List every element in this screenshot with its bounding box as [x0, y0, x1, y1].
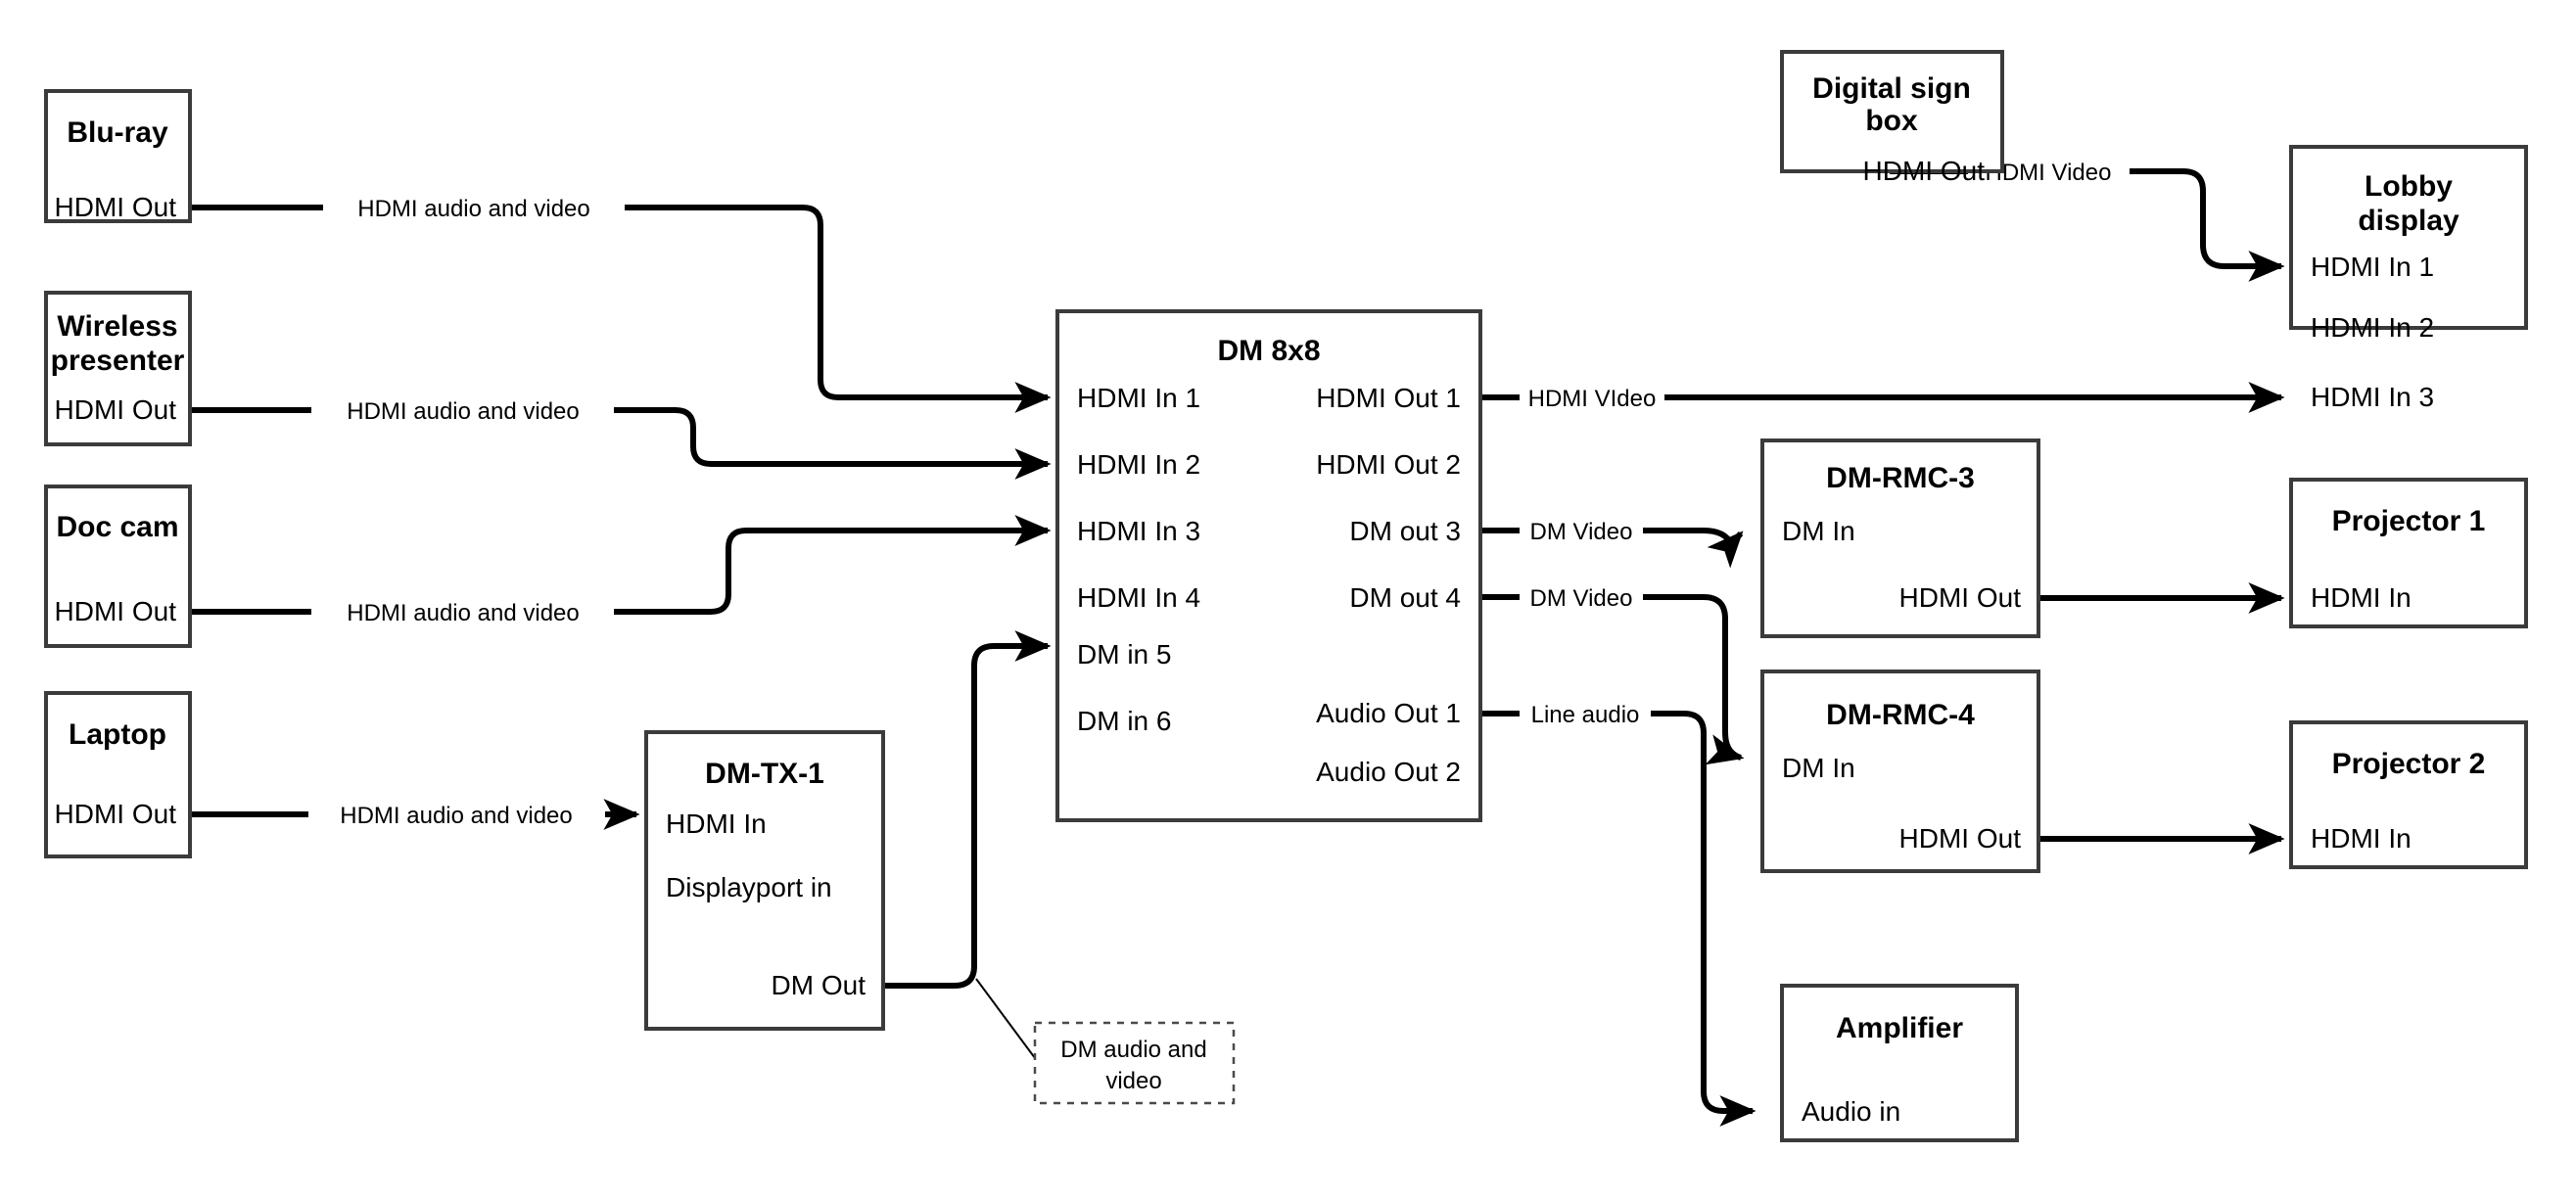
wire-dm8x8-dmout3-to-rmc3	[1480, 531, 1741, 544]
dmtx1-port-displayport-in[interactable]: Displayport in	[666, 872, 832, 902]
amplifier-title: Amplifier	[1836, 1012, 1963, 1044]
edge-label-laptop: HDMI audio and video	[340, 803, 572, 829]
laptop-port-hdmi-out[interactable]: HDMI Out	[55, 799, 177, 829]
rmc3-port-hdmi-out[interactable]: HDMI Out	[1899, 582, 2022, 613]
signbox-title-line2: box	[1865, 105, 1918, 137]
dmtx1-port-hdmi-in[interactable]: HDMI In	[666, 808, 767, 839]
lobby-title-line1: Lobby	[2365, 170, 2453, 203]
wire-dm8x8-audioout1-to-amplifier	[1480, 711, 1753, 1111]
device-box-doc-cam[interactable]: Doc cam HDMI Out	[44, 485, 192, 648]
wire-bluray-to-dm8x8	[190, 205, 1048, 397]
dm8x8-port-hdmi-out-1[interactable]: HDMI Out 1	[1316, 383, 1461, 413]
projector1-port-hdmi-in[interactable]: HDMI In	[2311, 582, 2412, 613]
rmc3-port-dm-in[interactable]: DM In	[1782, 516, 1855, 546]
edge-label-dm-dmout4: DM Video	[1530, 585, 1633, 612]
laptop-title: Laptop	[69, 718, 166, 751]
wireless-title-line2: presenter	[51, 345, 185, 377]
dm8x8-port-hdmi-in-4[interactable]: HDMI In 4	[1077, 582, 1200, 613]
rmc4-port-hdmi-out[interactable]: HDMI Out	[1899, 823, 2022, 854]
dm8x8-port-audio-out-1[interactable]: Audio Out 1	[1316, 698, 1461, 728]
device-box-amplifier[interactable]: Amplifier Audio in	[1780, 984, 2019, 1142]
dm8x8-port-hdmi-in-1[interactable]: HDMI In 1	[1077, 383, 1200, 413]
lobby-title-line2: display	[2358, 205, 2459, 237]
signbox-port-hdmi-out[interactable]: HDMI Out	[1863, 156, 1986, 186]
edge-label-bluray: HDMI audio and video	[357, 196, 589, 222]
edge-label-wireless: HDMI audio and video	[347, 398, 579, 425]
callout-text-line1: DM audio and	[1060, 1037, 1206, 1063]
laptop-box-outline	[44, 691, 192, 858]
bluray-box-outline	[44, 89, 192, 223]
edge-label-dm-dmout3: DM Video	[1530, 519, 1633, 545]
edge-label-dm-hdmiout1: HDMI VIdeo	[1528, 386, 1657, 412]
dm8x8-box-outline	[1055, 309, 1482, 822]
rmc4-box-outline	[1760, 670, 2040, 873]
edge-label-signbox: HDMI Video	[1986, 160, 2112, 186]
callout-dm-audio-and-video: DM audio and video	[1033, 1021, 1236, 1105]
callout-box-outline	[1033, 1021, 1236, 1105]
callout-text-line2: video	[1105, 1068, 1161, 1094]
lobby-box-outline	[2289, 145, 2528, 330]
device-box-dm-rmc-4[interactable]: DM-RMC-4 DM In HDMI Out	[1760, 670, 2040, 873]
wireless-port-hdmi-out[interactable]: HDMI Out	[55, 394, 177, 425]
wire-doccam-to-dm8x8	[190, 531, 1048, 615]
projector1-box-outline	[2289, 478, 2528, 628]
amplifier-box-outline	[1780, 984, 2019, 1142]
doccam-port-hdmi-out[interactable]: HDMI Out	[55, 596, 177, 626]
device-box-laptop[interactable]: Laptop HDMI Out	[44, 691, 192, 858]
device-box-digital-sign-box[interactable]: Digital sign box HDMI Out	[1780, 50, 2004, 186]
dm8x8-port-dm-in-6[interactable]: DM in 6	[1077, 706, 1171, 736]
lobby-port-hdmi-in-1[interactable]: HDMI In 1	[2311, 252, 2434, 282]
doccam-title: Doc cam	[56, 511, 178, 543]
dm8x8-port-hdmi-out-2[interactable]: HDMI Out 2	[1316, 449, 1461, 480]
device-box-projector-2[interactable]: Projector 2 HDMI In	[2289, 720, 2528, 869]
rmc3-box-outline	[1760, 439, 2040, 638]
projector2-box-outline	[2289, 720, 2528, 869]
dm8x8-port-dm-out-3[interactable]: DM out 3	[1349, 516, 1461, 546]
projector2-title: Projector 2	[2332, 748, 2486, 780]
dm8x8-port-hdmi-in-3[interactable]: HDMI In 3	[1077, 516, 1200, 546]
rmc4-port-dm-in[interactable]: DM In	[1782, 753, 1855, 783]
dm8x8-port-dm-out-4[interactable]: DM out 4	[1349, 582, 1461, 613]
device-box-projector-1[interactable]: Projector 1 HDMI In	[2289, 478, 2528, 628]
device-box-dm-tx-1[interactable]: DM-TX-1 HDMI In Displayport in DM Out	[644, 730, 885, 1031]
callout-leader-line	[975, 978, 1039, 1063]
bluray-title: Blu-ray	[67, 116, 168, 149]
lobby-port-hdmi-in-3[interactable]: HDMI In 3	[2311, 382, 2434, 412]
dm8x8-port-audio-out-2[interactable]: Audio Out 2	[1316, 757, 1461, 787]
wireless-title-line1: Wireless	[57, 310, 177, 343]
amplifier-port-audio-in[interactable]: Audio in	[1802, 1096, 1900, 1127]
lobby-port-hdmi-in-2[interactable]: HDMI In 2	[2311, 312, 2434, 343]
dm8x8-port-hdmi-in-2[interactable]: HDMI In 2	[1077, 449, 1200, 480]
wire-dm8x8-dmout4-to-rmc4	[1480, 594, 1741, 758]
projector1-title: Projector 1	[2332, 505, 2486, 537]
device-box-wireless-presenter[interactable]: Wireless presenter HDMI Out	[44, 291, 192, 446]
wire-dmtx1-to-dm8x8	[883, 630, 1052, 989]
device-box-dm-8x8[interactable]: DM 8x8 HDMI In 1 HDMI In 2 HDMI In 3 HDM…	[1055, 309, 1482, 822]
dmtx1-title: DM-TX-1	[705, 758, 824, 790]
edge-label-dm-audioout1: Line audio	[1531, 702, 1640, 728]
dmtx1-port-dm-out[interactable]: DM Out	[772, 970, 866, 1000]
rmc3-title: DM-RMC-3	[1826, 462, 1975, 494]
dm8x8-port-dm-in-5[interactable]: DM in 5	[1077, 639, 1171, 670]
signbox-title-line1: Digital sign	[1812, 72, 1971, 105]
dmtx1-box-outline	[644, 730, 885, 1031]
rmc4-title: DM-RMC-4	[1826, 699, 1975, 731]
device-box-dm-rmc-3[interactable]: DM-RMC-3 DM In HDMI Out	[1760, 439, 2040, 638]
signbox-box-outline	[1780, 50, 2004, 173]
device-box-lobby-display[interactable]: Lobby display HDMI In 1 HDMI In 2 HDMI I…	[2289, 145, 2528, 412]
dm8x8-title: DM 8x8	[1217, 335, 1320, 367]
wireless-box-outline	[44, 291, 192, 446]
bluray-port-hdmi-out[interactable]: HDMI Out	[55, 192, 177, 222]
wire-wireless-to-dm8x8	[190, 407, 1048, 464]
doccam-box-outline	[44, 485, 192, 648]
edge-label-doccam: HDMI audio and video	[347, 600, 579, 626]
projector2-port-hdmi-in[interactable]: HDMI In	[2311, 823, 2412, 854]
device-box-bluray[interactable]: Blu-ray HDMI Out	[44, 89, 192, 223]
